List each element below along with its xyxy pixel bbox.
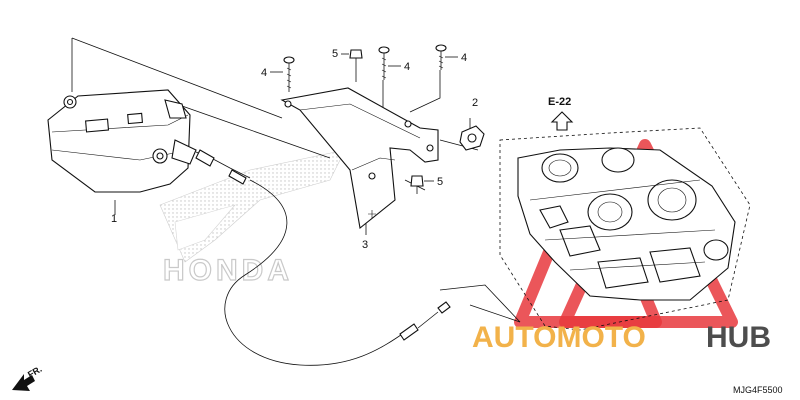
callout-2: 2 bbox=[472, 97, 478, 109]
cable-clip bbox=[459, 125, 485, 151]
callout-4-left: 4 bbox=[261, 67, 267, 79]
callout-5-side: 5 bbox=[437, 176, 443, 188]
callout-1: 1 bbox=[111, 213, 117, 225]
bolt-5-top bbox=[349, 49, 363, 82]
watermark-text-hub: HUB bbox=[706, 321, 771, 354]
throttle-body-reference bbox=[499, 127, 751, 331]
callout-4-middle: 4 bbox=[404, 61, 410, 73]
direction-label: FR. bbox=[26, 364, 44, 380]
honda-logo-text: HONDA bbox=[163, 254, 293, 287]
reference-label: E-22 bbox=[548, 96, 571, 108]
callout-4-right: 4 bbox=[461, 52, 467, 64]
control-unit bbox=[47, 89, 197, 193]
diagram-code: MJG4F5500 bbox=[733, 385, 783, 395]
callout-5-top: 5 bbox=[332, 48, 338, 60]
front-direction-arrow-icon bbox=[12, 374, 35, 391]
mounting-bracket bbox=[280, 87, 439, 230]
watermark-text-automoto: AUTOMOTO bbox=[472, 321, 646, 354]
callout-3: 3 bbox=[362, 239, 368, 251]
throttle-cable bbox=[195, 149, 451, 366]
reference-arrow bbox=[550, 111, 574, 131]
bolt-4-middle bbox=[378, 46, 390, 80]
bolt-4-right bbox=[435, 44, 447, 70]
bolt-5-side bbox=[410, 175, 424, 194]
bolt-4-left bbox=[283, 56, 295, 92]
honda-wing-logo: HONDA bbox=[159, 149, 346, 288]
